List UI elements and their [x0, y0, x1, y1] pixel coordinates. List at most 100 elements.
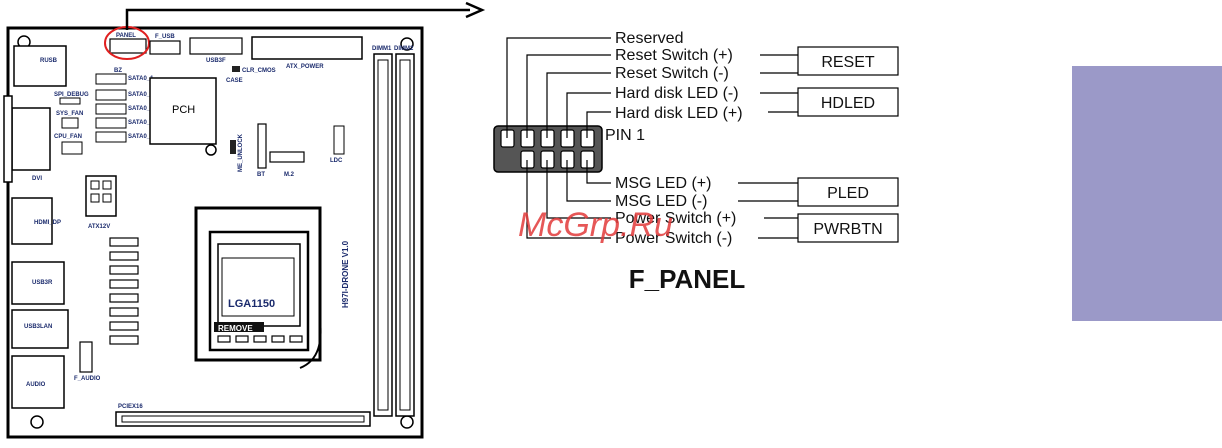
- clr-cmos-label: CLR_CMOS: [242, 68, 276, 74]
- pin-label-reset-plus: Reset Switch (+): [615, 47, 733, 64]
- mount-hole: [400, 415, 414, 429]
- vrm-choke: [109, 251, 139, 261]
- sata-port: [95, 73, 127, 85]
- f-audio-header: [79, 341, 93, 373]
- cpu-fan-header: [61, 141, 83, 155]
- rusb-label: RUSB: [40, 58, 58, 64]
- vrm-choke: [109, 293, 139, 303]
- hdmi-dp-connector: [11, 197, 53, 245]
- pin-label-msg-minus: MSG LED (-): [615, 193, 707, 210]
- pin-label-hdd-plus: Hard disk LED (+): [615, 105, 743, 122]
- sata-port: [95, 117, 127, 129]
- sata4-label: SATA0_4: [128, 120, 154, 126]
- group-box-pled: [797, 177, 899, 207]
- spi-debug-label: SPI_DEBUG: [54, 92, 89, 98]
- vrm-choke: [109, 237, 139, 247]
- vrm-choke: [109, 265, 139, 275]
- spi-debug-header: [59, 97, 81, 105]
- atx12v-label: ATX12V: [88, 224, 110, 230]
- sata-port: [95, 103, 127, 115]
- remove-label: REMOVE: [218, 324, 253, 333]
- ldc-header: [333, 125, 345, 155]
- pointer-line: [125, 8, 470, 30]
- dimm2-label: DIMM2: [394, 46, 414, 52]
- sata0-label: SATA0_1: [128, 76, 154, 82]
- sata-port: [95, 131, 127, 143]
- motherboard: RUSB DVI HDMI_DP USB3R USB3LAN AUDIO PAN…: [3, 1, 486, 439]
- group-hdled: HDLED: [821, 95, 875, 112]
- vrm-choke: [109, 279, 139, 289]
- socket-label: LGA1150: [228, 298, 275, 310]
- watermark: McGrp.Ru: [518, 206, 673, 244]
- usb3r-connector: [11, 261, 65, 305]
- dvi-bracket: [3, 95, 13, 183]
- vrm-choke: [109, 321, 139, 331]
- clr-cmos-jumper: [232, 66, 240, 72]
- board-model-label: H97I-DRONE V1.0: [341, 240, 350, 308]
- diagram-title: F_PANEL: [629, 264, 746, 294]
- sata5-label: SATA0_5: [128, 134, 154, 140]
- usb3f-label: USB3F: [206, 58, 226, 64]
- ldc-label: LDC: [330, 158, 343, 164]
- mount-hole: [400, 37, 414, 51]
- dimm1-label: DIMM1: [372, 46, 392, 52]
- me-unlock-label: ME_UNLOCK: [238, 133, 244, 172]
- m2-label: M.2: [284, 172, 295, 178]
- pin-label-reserved: Reserved: [615, 30, 683, 47]
- group-box-reset: [797, 46, 899, 76]
- audio-connector: [11, 355, 65, 409]
- bt-label: BT: [257, 172, 265, 178]
- sata3-label: SATA0_3: [128, 106, 154, 112]
- group-box-pwrbtn: [797, 213, 899, 243]
- group-box-hdled: [797, 87, 899, 117]
- f-usb-label: F_USB: [155, 34, 175, 40]
- vrm-choke: [109, 335, 139, 345]
- rusb-connector: [13, 45, 67, 87]
- remove-tab: [214, 322, 264, 332]
- group-pwrbtn: PWRBTN: [813, 221, 882, 238]
- arrowhead-icon: [465, 1, 486, 19]
- cpu-socket: LGA1150 REMOVE: [194, 206, 322, 369]
- panel-header: [109, 38, 147, 54]
- pch-chip: [149, 77, 217, 145]
- f-audio-label: F_AUDIO: [74, 376, 101, 382]
- pin-label-power-plus: Power Switch (+): [615, 210, 736, 227]
- pciex16-slot: [115, 411, 371, 427]
- pin1-label: PIN 1: [605, 127, 645, 144]
- mount-hole: [205, 144, 217, 156]
- vrm-choke: [109, 307, 139, 317]
- atx-power-connector: [251, 36, 363, 60]
- atx-power-label: ATX_POWER: [286, 64, 324, 70]
- pin-label-hdd-minus: Hard disk LED (-): [615, 85, 739, 102]
- pciex16-label: PCIEX16: [118, 404, 143, 410]
- sys-fan-label: SYS_FAN: [56, 111, 83, 117]
- dvi-label: DVI: [32, 176, 42, 182]
- bt-slot: [257, 123, 267, 169]
- cpu-fan-label: CPU_FAN: [54, 134, 82, 140]
- pch-label: PCH: [172, 104, 195, 116]
- case-label: CASE: [226, 78, 243, 84]
- usb3lan-label: USB3LAN: [24, 324, 52, 330]
- f-usb-header: [149, 40, 181, 55]
- usb3lan-connector: [11, 309, 69, 349]
- sata2-label: SATA0_2: [128, 92, 154, 98]
- pin-label-msg-plus: MSG LED (+): [615, 175, 711, 192]
- hdmi-dp-label: HDMI_DP: [34, 220, 61, 226]
- m2-slot: [269, 151, 305, 163]
- dimm1-slot: [373, 53, 393, 417]
- panel-label: PANEL: [116, 33, 136, 39]
- bz-label: BZ: [114, 68, 122, 74]
- panel-pin-diagram: Reserved Reset Switch (+) Reset Switch (…: [493, 30, 899, 294]
- usb3f-header: [189, 37, 243, 55]
- usb3r-label: USB3R: [32, 280, 53, 286]
- side-tab: [1072, 66, 1222, 321]
- me-unlock-jumper: [230, 140, 236, 154]
- audio-label: AUDIO: [26, 382, 46, 388]
- dvi-connector: [11, 107, 51, 171]
- pin-label-power-minus: Power Switch (-): [615, 230, 732, 247]
- pin-label-reset-minus: Reset Switch (-): [615, 65, 729, 82]
- socket-lever: [299, 319, 322, 369]
- dimm2-slot: [395, 53, 415, 417]
- group-reset: RESET: [821, 54, 875, 71]
